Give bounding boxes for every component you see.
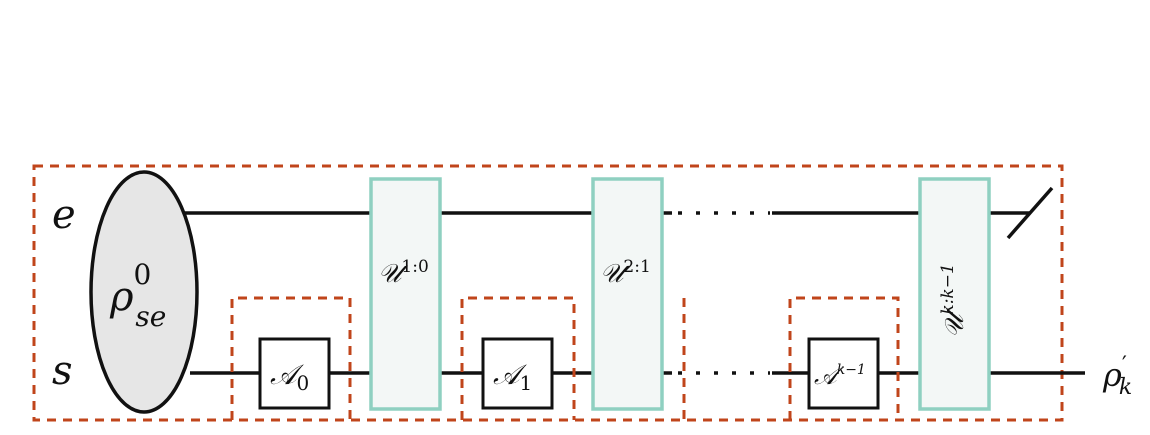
environment-label: e <box>52 192 76 238</box>
operation-dashed-box <box>460 296 576 420</box>
operation-box-k <box>807 337 880 410</box>
unitary-box-1 <box>369 177 442 411</box>
output-state-label: ρ′k <box>1102 353 1132 400</box>
unitary-box-2 <box>591 177 664 411</box>
operation-dashed-box <box>230 296 352 420</box>
operation-dashed-box <box>788 296 900 420</box>
unitary-box-k <box>918 177 991 411</box>
initial-state-ellipse <box>89 170 199 414</box>
unitary-label-1: 𝒰1:0 <box>378 257 429 289</box>
operation-box-0 <box>258 337 331 410</box>
operation-label-1: 𝒜1 <box>493 358 532 395</box>
operation-box-1 <box>481 337 554 410</box>
outer-dashed-boundary <box>32 164 1064 422</box>
unitary-label-2: 𝒰2:1 <box>600 257 651 289</box>
system-label: s <box>52 348 73 394</box>
trace-slash <box>1006 186 1054 240</box>
